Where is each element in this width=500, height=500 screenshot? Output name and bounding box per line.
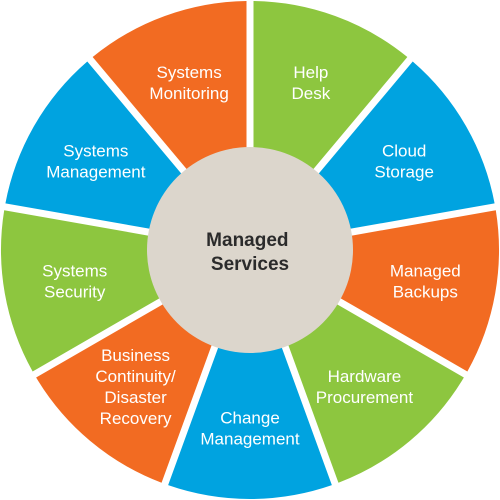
segment-label-line: Monitoring — [149, 84, 228, 103]
segment-label-line: Hardware — [328, 367, 402, 386]
segment-systems-management — [5, 61, 185, 230]
hub-label-line-2: Services — [211, 254, 289, 275]
segment-label-line: Disaster — [104, 388, 167, 407]
hub-circle — [147, 147, 353, 353]
hub-label: Managed Services — [206, 230, 294, 275]
segment-label-line: Cloud — [382, 142, 426, 161]
segment-label-line: Security — [44, 282, 106, 301]
segment-hardware-procurement — [286, 301, 464, 483]
segment-business-continuity-disaster-recovery — [36, 301, 214, 483]
segment-change-management — [168, 343, 332, 499]
segment-label-line: Backups — [393, 282, 458, 301]
segment-label-line: Continuity/ — [95, 367, 176, 386]
segment-systems-monitoring — [92, 1, 247, 173]
segment-label-line: Change — [220, 409, 280, 428]
segment-label-line: Management — [200, 430, 300, 449]
segment-label-line: Managed — [390, 261, 461, 280]
segment-label-line: Procurement — [316, 388, 414, 407]
segment-label-line: Help — [293, 63, 328, 82]
segment-label-line: Desk — [292, 84, 331, 103]
segment-label-line: Systems — [157, 63, 222, 82]
segment-label-line: Management — [46, 163, 146, 182]
segment-label-line: Systems — [42, 261, 107, 280]
segment-managed-backups — [336, 210, 499, 372]
segment-label-line: Storage — [374, 163, 434, 182]
segment-cloud-storage — [315, 61, 495, 230]
segment-systems-security — [0, 210, 164, 372]
segment-label-line: Systems — [63, 142, 128, 161]
segment-label-line: Business — [101, 346, 170, 365]
segment-label-line: Recovery — [100, 409, 172, 428]
segment-help-desk — [253, 1, 408, 173]
hub-label-line-1: Managed — [206, 230, 288, 251]
